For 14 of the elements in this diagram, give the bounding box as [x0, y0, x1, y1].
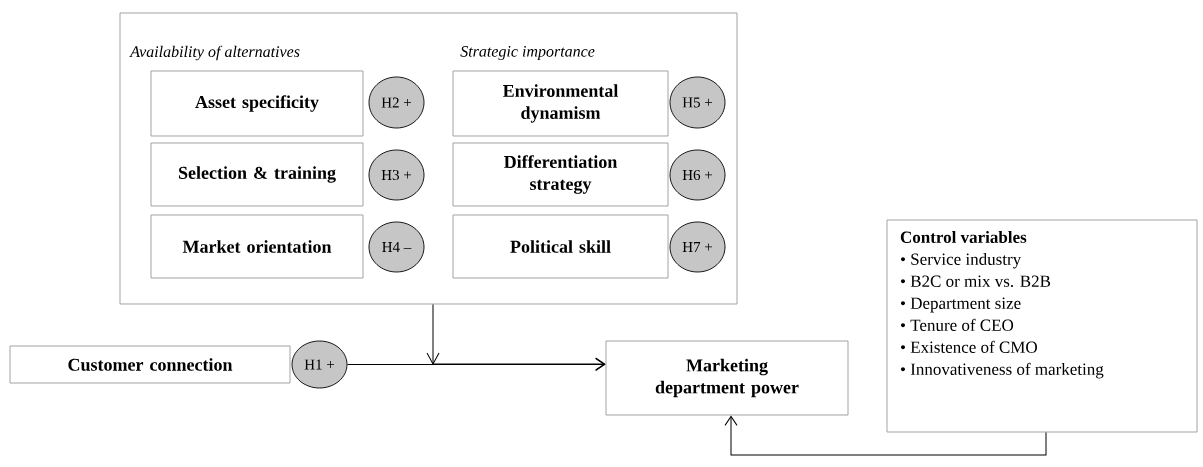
- factor-box: Market orientation: [150, 214, 364, 279]
- arrow: [346, 358, 606, 371]
- group-heading: Availability of alternatives: [129, 45, 300, 61]
- factor-box: Customer connection: [9, 345, 291, 384]
- factor-box: Marketing department power: [605, 340, 849, 416]
- factor-box: Asset specificity: [150, 70, 364, 137]
- factor-box: Selection & training: [150, 142, 364, 207]
- arrow: [724, 415, 1047, 456]
- factor-box: Political skill: [452, 214, 669, 279]
- arrow: [426, 303, 606, 371]
- control-variables-box: Control variables • Service industry • B2C or mix vs. B2B • Department size • Tenure of CEO • Existence of CMO • Innovativeness of marketing: [886, 219, 1198, 433]
- factor-box: Environmental dynamism: [452, 70, 669, 137]
- group-heading: Strategic importance: [460, 46, 595, 60]
- factor-box: Differentiation strategy: [452, 142, 669, 207]
